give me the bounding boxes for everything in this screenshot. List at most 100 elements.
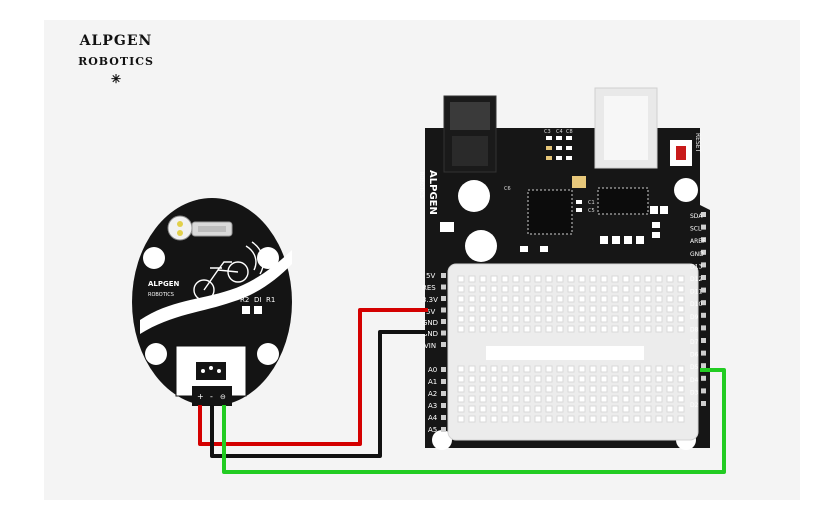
breadboard-hole bbox=[644, 325, 652, 333]
breadboard-hole bbox=[600, 275, 608, 283]
breadboard-hole bbox=[512, 295, 520, 303]
reset-button-cap[interactable] bbox=[676, 146, 686, 160]
power-pin-labels: 5V RES 3.3V 5V GND GND VIN bbox=[422, 272, 438, 350]
breadboard-hole bbox=[655, 275, 663, 283]
breadboard-hole bbox=[490, 365, 498, 373]
breadboard-hole bbox=[622, 365, 630, 373]
sensor-lens bbox=[167, 215, 193, 241]
digital-pin-label: GND bbox=[690, 251, 704, 258]
svg-text:C4: C4 bbox=[556, 129, 563, 135]
breadboard-hole bbox=[578, 325, 586, 333]
breadboard-hole bbox=[490, 385, 498, 393]
wires bbox=[198, 308, 726, 474]
breadboard-hole bbox=[490, 285, 498, 293]
breadboard-hole bbox=[457, 405, 465, 413]
breadboard-hole bbox=[622, 415, 630, 423]
power-pin-label: 5V bbox=[426, 308, 435, 316]
header-pin bbox=[701, 224, 706, 230]
header-pin bbox=[701, 212, 706, 217]
breadboard-hole bbox=[633, 325, 641, 333]
breadboard-hole bbox=[545, 305, 553, 313]
smd-diode bbox=[254, 306, 262, 314]
power-pin-label: GND bbox=[422, 319, 438, 327]
breadboard-holes bbox=[457, 275, 685, 423]
breadboard-hole bbox=[523, 375, 531, 383]
sensor-contact bbox=[177, 221, 183, 227]
breadboard-hole bbox=[666, 405, 674, 413]
breadboard-hole bbox=[666, 365, 674, 373]
breadboard-hole bbox=[666, 285, 674, 293]
breadboard-hole bbox=[534, 375, 542, 383]
breadboard-hole bbox=[457, 315, 465, 323]
breadboard-hole bbox=[512, 385, 520, 393]
breadboard-hole bbox=[567, 315, 575, 323]
breadboard-hole bbox=[468, 325, 476, 333]
breadboard-hole bbox=[545, 385, 553, 393]
bicycle-icon bbox=[193, 241, 264, 301]
breadboard-hole bbox=[501, 275, 509, 283]
breadboard-hole bbox=[600, 415, 608, 423]
breadboard-hole bbox=[677, 285, 685, 293]
breadboard-hole bbox=[622, 275, 630, 283]
breadboard-hole bbox=[611, 295, 619, 303]
breadboard-hole bbox=[567, 415, 575, 423]
breadboard-hole bbox=[611, 375, 619, 383]
mount-hole bbox=[458, 180, 490, 212]
breadboard-hole bbox=[512, 325, 520, 333]
breadboard-hole bbox=[600, 285, 608, 293]
power-pin-label: VIN bbox=[424, 342, 436, 350]
breadboard-hole bbox=[611, 325, 619, 333]
dc-jack-opening bbox=[450, 102, 490, 130]
breadboard-hole bbox=[589, 295, 597, 303]
breadboard-hole bbox=[479, 275, 487, 283]
breadboard-hole bbox=[677, 375, 685, 383]
breadboard-hole bbox=[512, 405, 520, 413]
breadboard-hole bbox=[655, 295, 663, 303]
breadboard-hole bbox=[523, 275, 531, 283]
digital-pin-labels: SDASCLAREFGNDD13D12D11D10D9D8D7D6D5D4D3D… bbox=[690, 213, 706, 409]
breadboard-hole bbox=[457, 275, 465, 283]
analog-pin-labels: A0 A1 A2 A3 A4 A5 bbox=[428, 366, 438, 434]
reset-label: RESET bbox=[694, 133, 701, 153]
breadboard-hole bbox=[556, 405, 564, 413]
usb-serial-chip bbox=[597, 187, 649, 215]
breadboard-hole bbox=[523, 285, 531, 293]
breadboard-hole bbox=[677, 295, 685, 303]
breadboard-hole bbox=[534, 275, 542, 283]
digital-pin-label: D7 bbox=[690, 339, 699, 346]
breadboard-hole bbox=[567, 365, 575, 373]
green-signal-wire bbox=[222, 368, 726, 474]
breadboard-hole bbox=[600, 405, 608, 413]
breadboard-hole bbox=[655, 385, 663, 393]
breadboard-hole bbox=[534, 385, 542, 393]
digital-pin-label: D3 bbox=[690, 389, 699, 396]
breadboard-hole bbox=[644, 275, 652, 283]
breadboard-hole bbox=[633, 415, 641, 423]
breadboard-hole bbox=[622, 395, 630, 403]
breadboard-hole bbox=[644, 295, 652, 303]
breadboard-hole bbox=[633, 385, 641, 393]
breadboard-hole bbox=[633, 295, 641, 303]
digital-pin-label: D4 bbox=[690, 377, 699, 384]
breadboard-hole bbox=[479, 405, 487, 413]
sensor-contact bbox=[177, 230, 183, 236]
breadboard-hole bbox=[589, 375, 597, 383]
breadboard-hole bbox=[556, 395, 564, 403]
breadboard-hole bbox=[622, 405, 630, 413]
header-pin bbox=[441, 427, 446, 432]
breadboard-hole bbox=[512, 305, 520, 313]
black-ground-wire bbox=[210, 330, 428, 458]
header-pin bbox=[441, 296, 446, 301]
breadboard-hole bbox=[479, 295, 487, 303]
breadboard-hole bbox=[512, 365, 520, 373]
breadboard-hole bbox=[545, 295, 553, 303]
breadboard-hole bbox=[457, 295, 465, 303]
breadboard-hole bbox=[457, 285, 465, 293]
breadboard-hole bbox=[644, 395, 652, 403]
breadboard-hole bbox=[523, 305, 531, 313]
breadboard-hole bbox=[589, 275, 597, 283]
breadboard-hole bbox=[567, 385, 575, 393]
breadboard-hole bbox=[600, 315, 608, 323]
component-label: R1 bbox=[266, 296, 275, 304]
